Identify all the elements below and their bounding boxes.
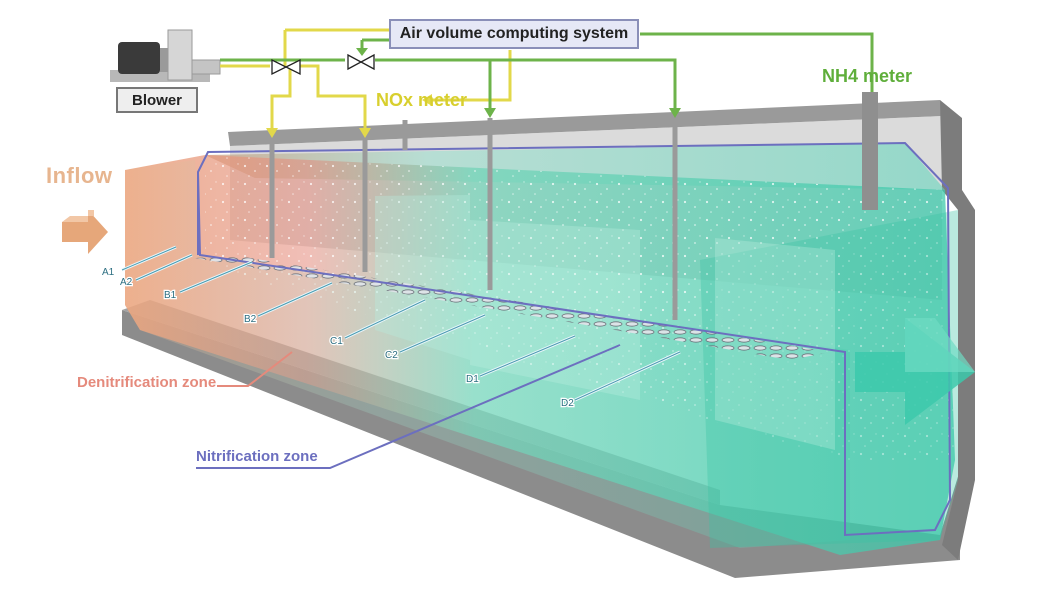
drop-pipes <box>269 118 678 320</box>
tank-right-front <box>700 210 958 548</box>
valve-icon <box>271 58 301 76</box>
sensor-label: A2 <box>120 277 133 288</box>
nox-meter-label: NOx meter <box>376 90 468 110</box>
blower-icon <box>110 29 221 82</box>
sensor-label: D1 <box>466 374 479 385</box>
sensor-label: C2 <box>385 350 398 361</box>
baffle-1 <box>375 195 470 360</box>
sensor-labels: A1 A2 B1 B2 C1 C2 D1 D2 <box>101 266 576 411</box>
inflow-arrow <box>62 210 108 254</box>
pipe-arrowheads <box>266 48 681 138</box>
tank-end-wall <box>940 100 975 560</box>
diffuser-grid <box>195 256 830 360</box>
sensor-label: B2 <box>244 314 257 325</box>
denitrification-zone-label: Denitrification zone <box>77 374 217 391</box>
blower-label: Blower <box>116 87 198 113</box>
sensor-leaders-core <box>121 246 681 401</box>
denitrification-leader <box>217 351 293 387</box>
nitrification-leader <box>196 344 621 469</box>
sensor-label: C1 <box>330 336 343 347</box>
nitrification-zone-label: Nitrification zone <box>196 448 318 465</box>
tank-front-panel <box>125 160 850 548</box>
nh4-meter-probe <box>862 92 878 210</box>
nh4-meter-label: NH4 meter <box>822 66 913 86</box>
inflow-label: Inflow <box>46 163 113 188</box>
air-volume-computing-system: Air volume computing system <box>389 19 639 49</box>
sensor-label: D2 <box>561 398 574 409</box>
outflow-arrow <box>855 318 975 425</box>
valve-icon <box>347 53 375 71</box>
sensor-label: A1 <box>102 267 115 278</box>
sensor-label: B1 <box>164 290 177 301</box>
